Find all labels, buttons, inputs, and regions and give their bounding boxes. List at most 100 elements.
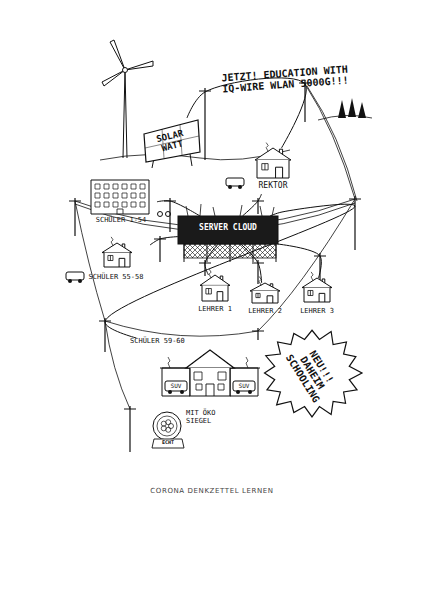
window — [122, 202, 127, 207]
fence-post — [184, 244, 276, 262]
wifi-squiggle — [209, 269, 211, 278]
building-body — [91, 180, 149, 214]
power-pole — [349, 196, 361, 250]
seal-ring — [157, 416, 177, 436]
roof — [302, 278, 332, 288]
antenna — [186, 204, 274, 216]
window — [113, 184, 118, 189]
ribbon — [152, 439, 184, 448]
node-label: SCHÜLER 59-60 — [130, 338, 210, 346]
house-body — [304, 288, 330, 302]
windmill-tower — [123, 70, 127, 158]
window — [104, 193, 109, 198]
door — [119, 258, 125, 267]
node-label: REKTOR — [243, 182, 303, 191]
wire — [105, 321, 130, 409]
bike-wheel — [158, 212, 163, 217]
headline: JETZT! EDUCATION WITH IQ-WIRE WLAN 5000G… — [217, 63, 352, 95]
power-pole — [252, 198, 264, 214]
window — [95, 184, 100, 189]
door — [267, 296, 273, 303]
apartment-block: SCHÜLER 1-54 — [85, 180, 157, 228]
car — [233, 381, 255, 391]
server-body — [178, 216, 278, 244]
car-label: SUV — [166, 383, 186, 390]
door — [276, 167, 283, 178]
window — [262, 164, 268, 170]
bike-wheel — [166, 212, 171, 217]
window — [131, 184, 136, 189]
flower-petal — [161, 426, 166, 431]
house-body — [257, 160, 289, 178]
house: SCHÜLER 55-58 — [82, 243, 150, 288]
roof — [250, 283, 280, 291]
window — [206, 289, 211, 294]
power-pole — [314, 253, 326, 280]
node-label: SCHÜLER 1-54 — [85, 217, 157, 225]
eco-seal: MIT ÖKO SIEGEL ECHT — [150, 410, 230, 450]
node-label: SERVER CLOUD — [182, 224, 274, 233]
burst-outline — [265, 330, 363, 417]
node-sublabel: ECHT — [156, 440, 180, 446]
caption: CORONA DENKZETTEL LERNEN — [0, 488, 424, 496]
car — [66, 272, 84, 280]
window — [95, 202, 100, 207]
wheel — [228, 185, 232, 189]
wifi-squiggle — [311, 272, 313, 281]
power-pole — [69, 198, 81, 236]
power-pole — [252, 328, 264, 340]
wheel — [236, 390, 240, 394]
power-wire — [105, 204, 355, 338]
window — [122, 184, 127, 189]
window — [308, 290, 313, 295]
window — [256, 293, 260, 297]
wheel — [78, 279, 82, 283]
tree — [338, 100, 346, 118]
power-pole — [252, 260, 264, 284]
window — [108, 255, 113, 260]
car — [226, 178, 244, 186]
door — [206, 384, 214, 396]
house-outline — [82, 243, 150, 288]
house-body — [190, 368, 230, 396]
window — [140, 193, 145, 198]
power-pole — [154, 236, 166, 262]
window — [140, 202, 145, 207]
panel-grid — [145, 125, 199, 158]
roof — [255, 148, 291, 160]
power-wire — [241, 244, 262, 283]
wheel — [68, 279, 72, 283]
house-outline — [193, 275, 237, 320]
window — [140, 184, 145, 189]
server-building: SERVER CLOUD — [178, 216, 278, 244]
garage — [160, 368, 192, 396]
power-pole — [164, 198, 176, 232]
window — [122, 193, 127, 198]
node-label: LEHRER 2 — [243, 308, 287, 316]
window — [194, 372, 226, 390]
tree — [358, 102, 366, 118]
house: LEHRER 2 — [243, 283, 287, 320]
roof — [102, 243, 132, 253]
wheel — [168, 390, 172, 394]
wheel — [238, 185, 242, 189]
power-pole — [124, 406, 136, 452]
power-pole — [199, 88, 211, 160]
windmill-blade — [110, 40, 125, 70]
node-label: MIT ÖKO SIEGEL — [186, 410, 226, 426]
window — [131, 202, 136, 207]
roof-tiles — [192, 354, 228, 364]
solar-panel: SOLAR WATT — [140, 118, 202, 164]
car-label: SUV — [234, 383, 254, 390]
window — [131, 193, 136, 198]
power-wire — [157, 201, 200, 216]
tree — [348, 98, 356, 117]
house-body — [202, 285, 228, 301]
window — [95, 193, 100, 198]
seal-ring — [153, 412, 181, 440]
roof — [200, 275, 230, 285]
door — [217, 292, 223, 301]
car — [165, 381, 187, 391]
wifi-squiggle — [259, 276, 261, 285]
